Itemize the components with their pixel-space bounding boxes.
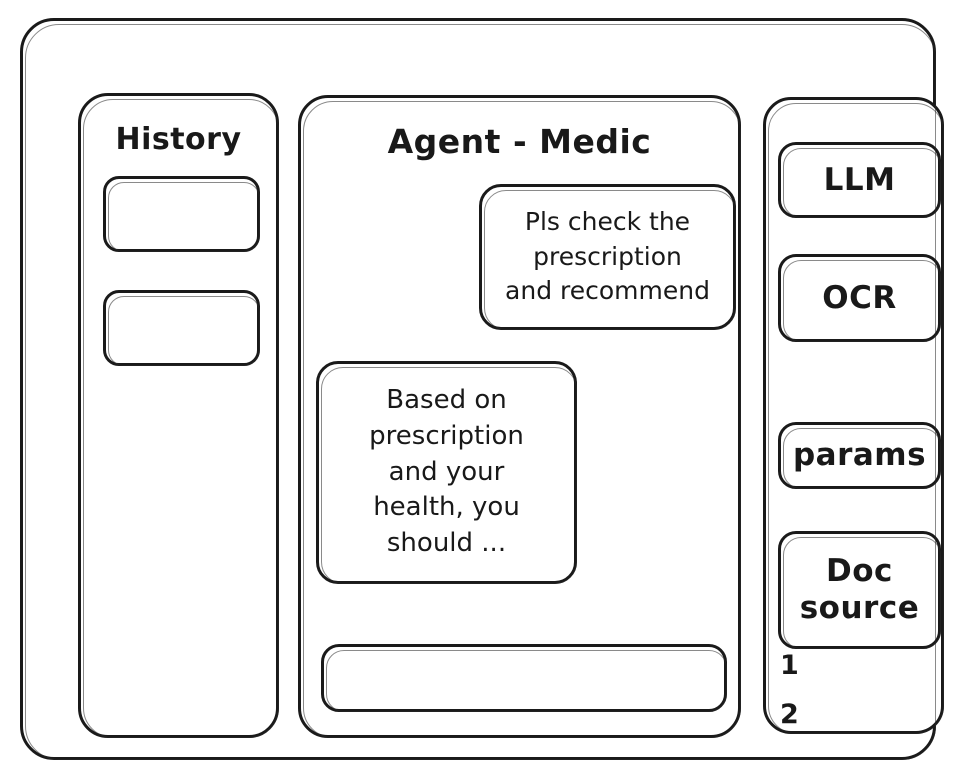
agent-panel: Agent - Medic Pls check the prescription… (298, 95, 741, 738)
doc-source-list: 1 2 (780, 652, 840, 750)
tool-button-doc-source[interactable]: Doc source (778, 531, 941, 649)
history-panel-title: History (115, 122, 242, 157)
window-frame: History Agent - Medic Pls check the pres… (20, 18, 944, 760)
tool-button-llm[interactable]: LLM (778, 142, 941, 218)
doc-source-list-item-2[interactable]: 2 (780, 699, 799, 730)
message-text-user: Pls check the prescription and recommend (505, 207, 710, 306)
chat-input[interactable] (321, 644, 727, 712)
tool-button-ocr-label: OCR (822, 279, 897, 316)
tool-button-llm-label: LLM (823, 161, 896, 198)
tool-button-ocr[interactable]: OCR (778, 254, 941, 342)
tool-button-params[interactable]: params (778, 422, 941, 489)
message-bubble-assistant: Based on prescription and your health, y… (316, 361, 577, 584)
doc-source-list-item-1[interactable]: 1 (780, 650, 799, 681)
tool-button-params-label: params (792, 437, 927, 474)
tool-button-doc-source-label: Doc source (799, 553, 920, 626)
message-bubble-user: Pls check the prescription and recommend (479, 184, 736, 330)
message-text-assistant: Based on prescription and your health, y… (369, 384, 524, 559)
history-list-item-2[interactable] (103, 290, 260, 366)
tools-panel: LLM OCR params Doc source 1 2 (763, 97, 944, 734)
history-list-item-1[interactable] (103, 176, 260, 252)
history-panel: History (78, 93, 279, 738)
agent-panel-title: Agent - Medic (387, 122, 652, 161)
